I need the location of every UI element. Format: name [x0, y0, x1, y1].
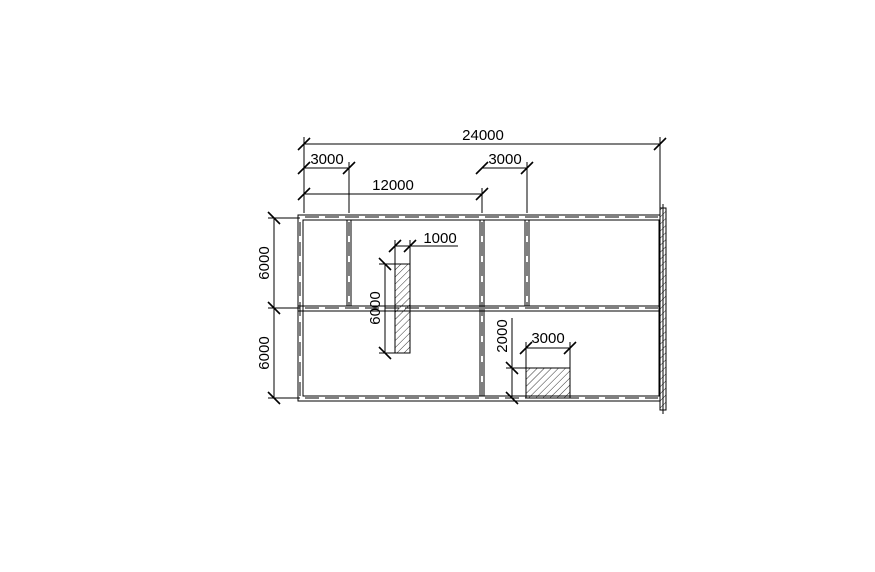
- dimension-opening-width: 3000: [519, 330, 577, 368]
- dim-label-column-width: 1000: [423, 230, 456, 247]
- hatched-column: [394, 263, 411, 354]
- building-outline: [297, 214, 661, 402]
- dimension-spans-vertical: 6000 6000: [256, 211, 300, 405]
- hatched-opening: [525, 367, 571, 399]
- dim-label-span-top: 6000: [256, 246, 273, 279]
- dim-label-bay-left: 3000: [310, 151, 343, 168]
- dimension-bay-left: 3000: [297, 151, 356, 213]
- dimension-overall-width: 24000: [297, 127, 667, 213]
- dimension-column-height: 6000: [367, 257, 395, 360]
- dim-label-opening-offset: 2000: [494, 319, 511, 352]
- dim-label-half-width: 12000: [372, 177, 414, 194]
- dim-label-overall-width: 24000: [462, 127, 504, 144]
- dim-label-span-bottom: 6000: [256, 336, 273, 369]
- dim-label-bay-right: 3000: [488, 151, 521, 168]
- dim-label-column-height: 6000: [367, 291, 384, 324]
- dimension-bay-right: 3000: [475, 151, 534, 213]
- dimension-opening-offset: 2000: [494, 318, 526, 405]
- dimension-column-width: 1000: [388, 230, 458, 264]
- dimension-half-width: 12000: [297, 177, 489, 213]
- dim-label-opening-width: 3000: [531, 330, 564, 347]
